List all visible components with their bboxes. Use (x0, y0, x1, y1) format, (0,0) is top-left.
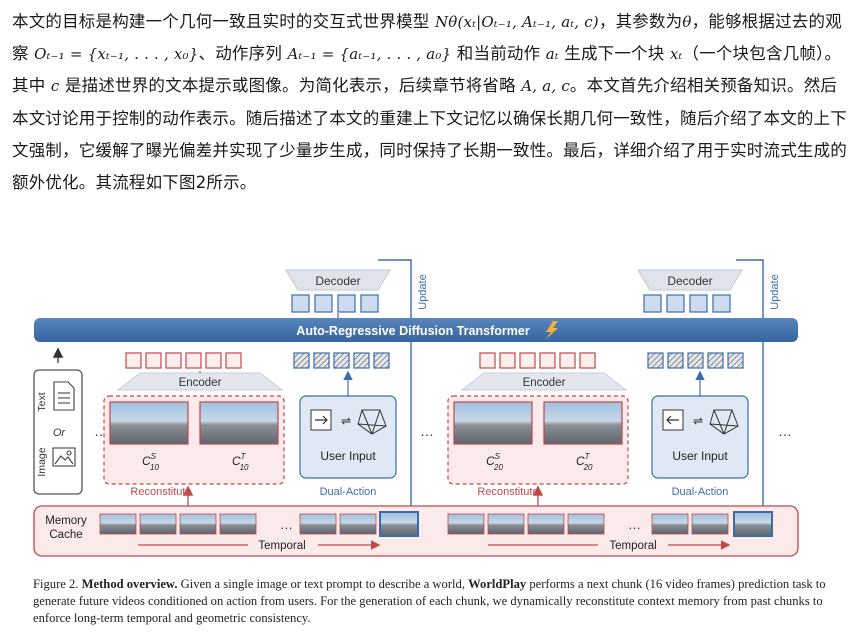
memory-cache: Memory Cache … … Temporal Temporal (33, 505, 799, 557)
prompt-card: Text Or Image (33, 347, 83, 495)
method-overview-figure: Decoder Decoder Update Update Auto-Regre… (28, 250, 828, 564)
para-text: 生成下一个块 (558, 44, 670, 64)
theta-symbol: θ (682, 13, 692, 31)
camera-pose-icon (357, 409, 387, 435)
temporal-label-right: Temporal (609, 540, 656, 552)
context-frame-spatial (109, 401, 189, 445)
current-action-symbol: aₜ (545, 45, 559, 64)
world-model-formula: Nθ(xₜ|Oₜ₋₁, Aₜ₋₁, aₜ, c) (434, 13, 599, 31)
figure-caption: Figure 2. Method overview. Given a singl… (33, 576, 833, 627)
para-text: ，其参数为 (598, 12, 683, 31)
decoder-left: Decoder (285, 269, 391, 313)
context-frame-temporal (199, 401, 279, 445)
memory-label: Memory (45, 515, 87, 527)
user-input-panel-right: ⇌ User Input (651, 395, 749, 479)
para-text: 、动作序列 (198, 44, 288, 64)
update-arrow-right (736, 259, 764, 512)
encoder-left: Encoder (116, 372, 284, 391)
reconstitute-label-left: Reconstitute (130, 486, 191, 498)
ellipsis: … (420, 423, 434, 439)
dual-action-label-left: Dual-Action (320, 486, 377, 498)
lightning-icon (545, 321, 558, 340)
omitted-symbols: A, a, c (521, 77, 570, 96)
memory-frame-new (379, 511, 419, 537)
arrow-right-icon (315, 415, 328, 425)
para-text: ，能够根据过去的观察 (12, 12, 842, 64)
ellipsis: … (628, 517, 641, 532)
or-label: Or (53, 427, 67, 439)
image-label: Image (36, 447, 48, 476)
decoder-right: Decoder (637, 269, 743, 313)
chunk-symbol: xₜ (669, 45, 683, 64)
action-formula: Aₜ₋₁ = {aₜ₋₁, . . . , a₀} (287, 45, 452, 64)
intro-paragraph: 本文的目标是构建一个几何一致且实时的交互式世界模型 Nθ(xₜ|Oₜ₋₁, Aₜ… (12, 6, 848, 199)
prompt-symbol: c (50, 77, 60, 96)
svg-text:⇌: ⇌ (341, 414, 351, 428)
cache-label: Cache (49, 529, 82, 541)
caption-worldplay: WorldPlay (468, 577, 527, 591)
observation-formula: Oₜ₋₁ = {xₜ₋₁, . . . , x₀} (34, 45, 199, 64)
token-row-right (479, 352, 744, 369)
user-input-label: User Input (672, 449, 728, 463)
decoder-label: Decoder (667, 274, 712, 288)
figure-svg: Decoder Decoder Update Update Auto-Regre… (33, 259, 799, 557)
update-label-right: Update (769, 274, 781, 309)
dual-action-label-right: Dual-Action (672, 486, 729, 498)
memory-frame-new (733, 511, 773, 537)
user-input-label: User Input (320, 449, 376, 463)
memory-frames-right (447, 513, 729, 535)
svg-text:⇌: ⇌ (693, 414, 703, 428)
context-frame-temporal (543, 401, 623, 445)
update-arrow-left (378, 259, 412, 512)
reconstitute-label-right: Reconstitute (477, 486, 538, 498)
para-text: 和当前动作 (451, 44, 546, 64)
encoder-label: Encoder (523, 377, 566, 389)
encoder-label: Encoder (179, 377, 222, 389)
para-text: （一个块包含几帧）。其中 (12, 44, 842, 96)
memory-frames-left (99, 513, 377, 535)
image-icon (52, 447, 76, 467)
update-label-left: Update (417, 274, 429, 309)
temporal-label-left: Temporal (258, 540, 305, 552)
transformer-banner: Auto-Regressive Diffusion Transformer (34, 318, 798, 342)
ellipsis: … (280, 517, 293, 532)
caption-text: Given a single image or text prompt to d… (177, 577, 469, 591)
user-input-panel-left: ⇌ User Input (299, 395, 397, 479)
caption-title: Method overview. (81, 577, 178, 591)
decoder-label: Decoder (315, 274, 360, 288)
token-row-left (125, 352, 390, 369)
para-text: 。本文首先介绍相关预备知识。然后本文讨论用于控制的动作表示。随后描述了本文的重建… (12, 76, 847, 193)
document-icon (53, 381, 75, 411)
caption-label: Figure 2. (33, 577, 79, 591)
text-label: Text (36, 392, 48, 411)
para-text: 是描述世界的文本提示或图像。为简化表示，后续章节将省略 (59, 76, 522, 96)
caption-text: performs a next chunk (16 video frames) … (33, 577, 826, 625)
ellipsis: … (778, 423, 792, 439)
encoder-right: Encoder (460, 372, 628, 391)
para-text: 本文的目标是构建一个几何一致且实时的交互式世界模型 (12, 12, 435, 31)
camera-pose-icon (709, 409, 739, 435)
arrow-left-icon (666, 415, 679, 425)
transformer-label: Auto-Regressive Diffusion Transformer (296, 324, 530, 338)
context-frame-spatial (453, 401, 533, 445)
